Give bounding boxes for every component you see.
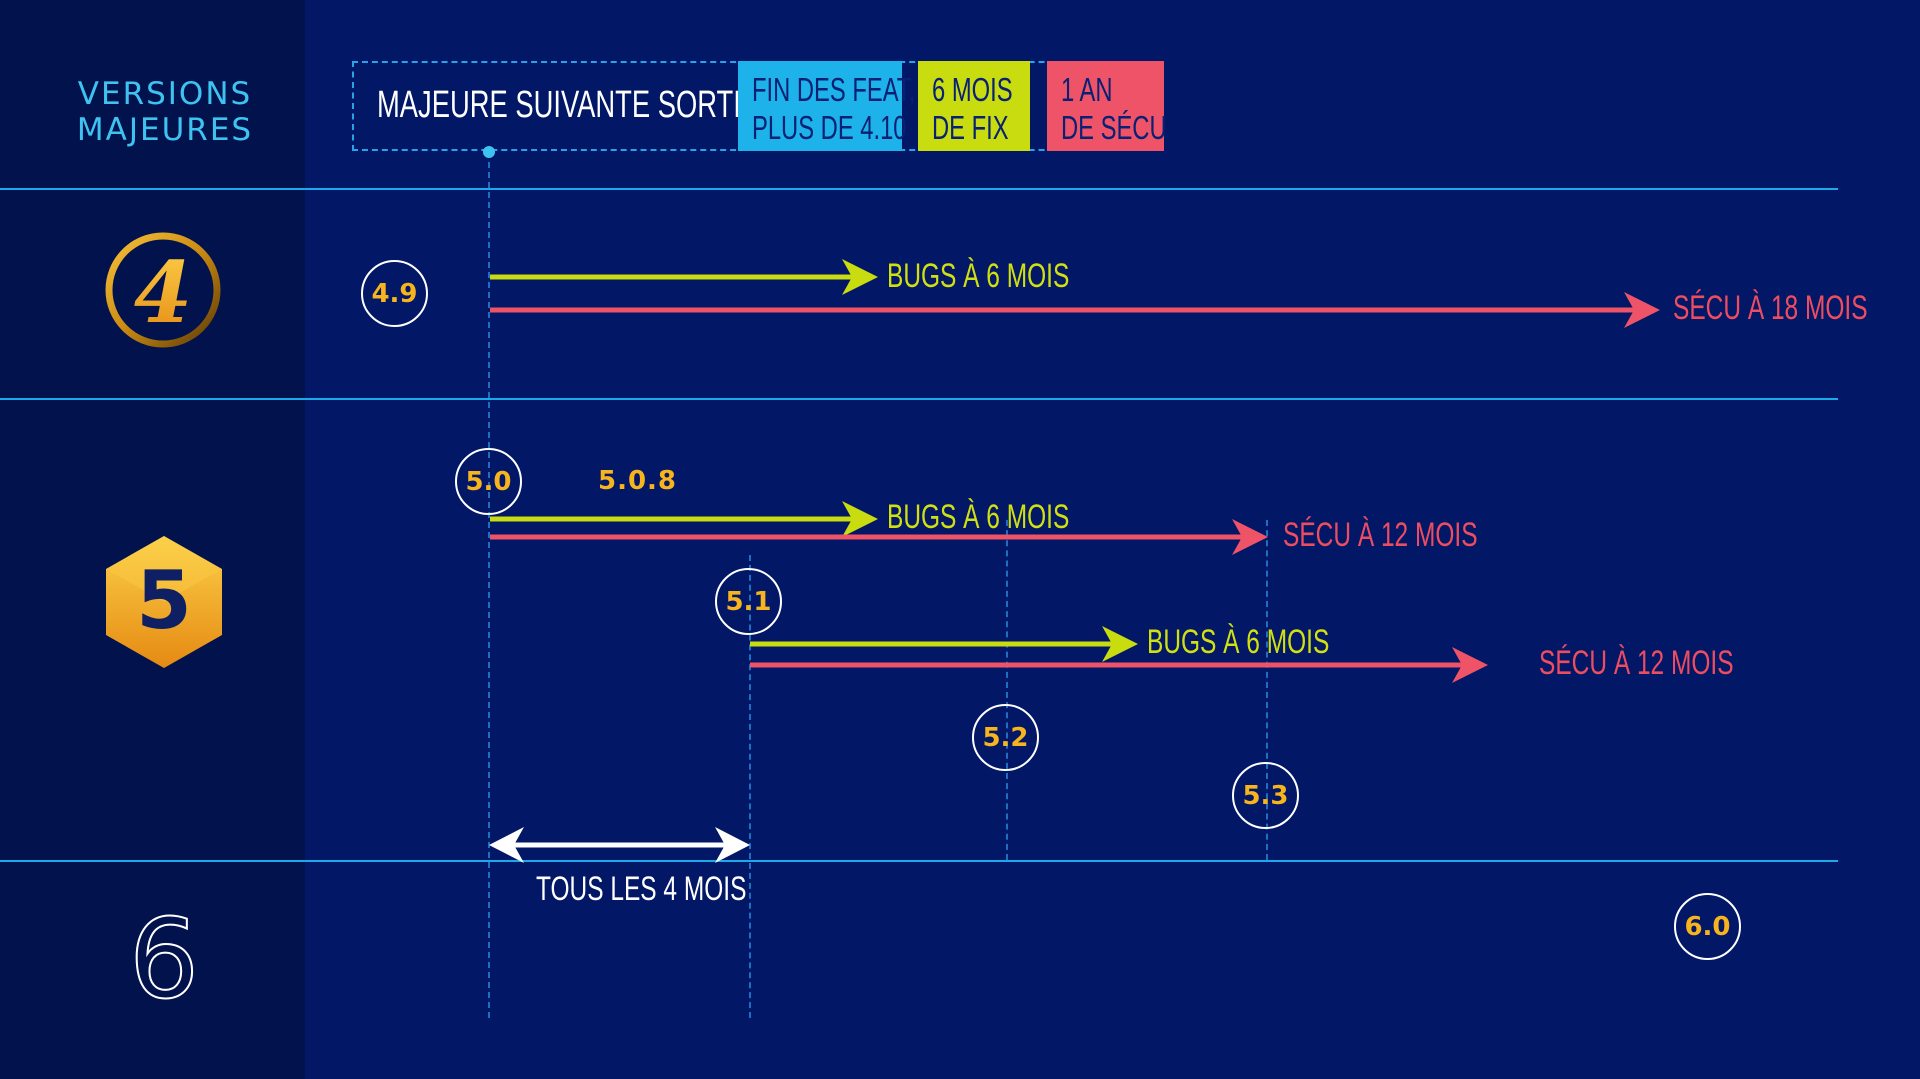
label-5-1-bugs: BUGS À 6 MOIS bbox=[1147, 623, 1330, 661]
arrow-5-1-bugs bbox=[750, 626, 1138, 662]
svg-text:4: 4 bbox=[134, 243, 192, 342]
row-separator-top bbox=[0, 188, 1838, 190]
label-5-0-secu: SÉCU À 12 MOIS bbox=[1283, 516, 1478, 554]
legend-item-secu-line1: 1 AN bbox=[1061, 71, 1113, 108]
legend-item-fix-line2: DE FIX bbox=[932, 109, 1009, 146]
svg-text:5: 5 bbox=[136, 554, 192, 647]
sidebar-title-line2: MAJEURES bbox=[76, 112, 254, 148]
sidebar-title: VERSIONS MAJEURES bbox=[0, 76, 330, 148]
plain-6-icon: 6 bbox=[128, 894, 200, 1024]
legend-item-features: FIN DES FEAT, PLUS DE 4.10 bbox=[738, 61, 915, 151]
gold-ring-4-icon: 4 bbox=[105, 232, 221, 348]
label-5-0-bugs: BUGS À 6 MOIS bbox=[887, 498, 1070, 536]
label-cadence: TOUS LES 4 MOIS bbox=[536, 870, 747, 908]
label-5-1-secu: SÉCU À 12 MOIS bbox=[1539, 644, 1734, 682]
row-separator-5-6 bbox=[0, 860, 1838, 862]
guide-line-5-0 bbox=[488, 152, 490, 1018]
legend-item-fix: 6 MOIS DE FIX bbox=[918, 61, 1030, 151]
legend-anchor-dot bbox=[483, 146, 495, 158]
sidebar-title-line1: VERSIONS bbox=[77, 76, 253, 112]
arrow-4-secu bbox=[490, 292, 1660, 328]
legend-item-secu: 1 AN DE SÉCU bbox=[1047, 61, 1167, 151]
arrow-4-bugs bbox=[490, 259, 878, 295]
arrow-cadence bbox=[489, 827, 750, 863]
arrow-5-0-secu bbox=[490, 519, 1268, 555]
row-separator-4-5 bbox=[0, 398, 1838, 400]
legend-item-fix-line1: 6 MOIS bbox=[932, 71, 1013, 108]
guide-line-5-1 bbox=[749, 555, 751, 1018]
version-4-9: 4.9 bbox=[361, 260, 428, 327]
legend-prefix: MAJEURE SUIVANTE SORTIE : bbox=[377, 84, 775, 126]
arrow-5-0-bugs bbox=[490, 501, 878, 537]
version-5-0: 5.0 bbox=[455, 448, 522, 515]
guide-line-5-3 bbox=[1266, 520, 1268, 860]
gold-hexagon-5-icon: 5 bbox=[106, 536, 222, 668]
version-5-2: 5.2 bbox=[972, 704, 1039, 771]
legend-item-features-line1: FIN DES FEAT, bbox=[752, 71, 916, 108]
sidebar bbox=[0, 0, 305, 1079]
legend-item-features-line2: PLUS DE 4.10 bbox=[752, 109, 907, 146]
svg-text:6: 6 bbox=[129, 895, 199, 1023]
label-4-secu: SÉCU À 18 MOIS bbox=[1673, 289, 1868, 327]
version-6-0: 6.0 bbox=[1674, 893, 1741, 960]
label-4-bugs: BUGS À 6 MOIS bbox=[887, 257, 1070, 295]
version-5-0-8: 5.0.8 bbox=[598, 466, 678, 496]
version-5-3: 5.3 bbox=[1232, 762, 1299, 829]
legend-item-secu-line2: DE SÉCU bbox=[1061, 109, 1167, 146]
version-5-1: 5.1 bbox=[715, 568, 782, 635]
guide-line-5-2 bbox=[1006, 520, 1008, 860]
arrow-5-1-secu bbox=[750, 647, 1488, 683]
